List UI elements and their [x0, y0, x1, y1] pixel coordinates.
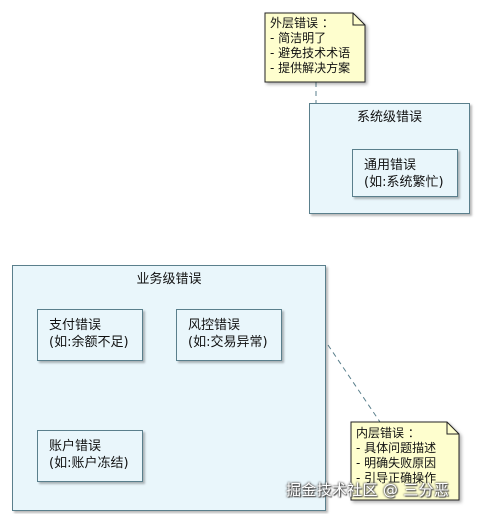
inner-error-note: 内层错误 ： - 具体问题描述 - 明确失败原因 - 引导正确操作 [356, 426, 436, 486]
general-error-component: 通用错误 (如:系统繁忙) [352, 149, 458, 197]
outer-note-title: 外层错误 ： [270, 16, 334, 30]
inner-note-line: - 具体问题描述 [356, 441, 437, 455]
outer-note-line: - 简洁明了 [270, 31, 327, 45]
component-name: 风控错误 [188, 318, 241, 333]
outer-note-shape [264, 12, 366, 83]
inner-note-title: 内层错误 ： [356, 426, 420, 440]
component-example: (如:交易异常) [188, 335, 268, 350]
inner-note-line: - 引导正确操作 [356, 471, 437, 485]
component-name: 通用错误 [364, 158, 417, 173]
inner-note-line: - 明确失败原因 [356, 456, 437, 470]
payment-error-component: 支付错误 (如:余额不足) [37, 309, 143, 361]
outer-error-note: 外层错误 ： - 简洁明了 - 避免技术术语 - 提供解决方案 [270, 16, 350, 76]
component-example: (如:账户冻结) [49, 456, 129, 471]
inner-note-shape [350, 421, 460, 501]
component-name: 账户错误 [49, 439, 102, 454]
account-error-component: 账户错误 (如:账户冻结) [37, 430, 143, 482]
system-package-title: 系统级错误 [356, 110, 422, 125]
component-name: 支付错误 [49, 318, 102, 333]
business-package-title: 业务级错误 [136, 272, 202, 287]
outer-note-line: - 避免技术术语 [270, 46, 351, 60]
component-example: (如:余额不足) [49, 335, 129, 350]
watermark: 掘金技术社区 @ 三分恶 [286, 481, 450, 499]
outer-note-line: - 提供解决方案 [270, 61, 351, 75]
risk-control-error-component: 风控错误 (如:交易异常) [176, 309, 282, 361]
inner-note-connector [327, 344, 381, 423]
component-example: (如:系统繁忙) [364, 175, 444, 190]
